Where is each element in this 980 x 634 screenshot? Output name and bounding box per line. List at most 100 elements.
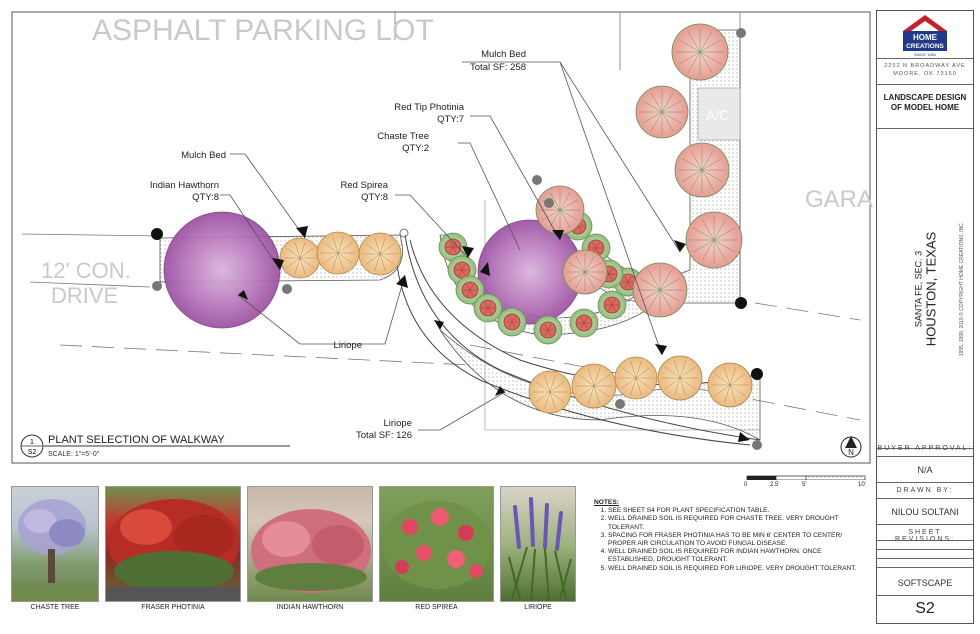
sheet-number: S2 [915,600,935,617]
red-spirea-plant [453,261,471,279]
north-arrow-icon: N [840,436,862,458]
indian-hawthorn-plant [571,363,617,409]
indian-hawthorn-plant [657,355,703,401]
ac-pad [697,87,741,141]
home-creations-logo: HOME CREATIONS SINCE 1981 [903,15,947,57]
drawn-by-label: DRAWN BY: [896,487,954,494]
label-chaste-qty: QTY:2 [402,143,429,154]
north-label: N [848,448,854,457]
drawing-scale: SCALE: 1"=5'-0" [48,451,100,458]
survey-markers [151,28,763,450]
caption-liriope: LIRIOPE [524,604,552,611]
indian-hawthorn-plant [279,237,321,279]
scale-tick-2-5: 2.5' [770,482,780,488]
caption-red-spirea: RED SPIREA [415,604,458,611]
plan-frame [11,11,871,464]
label-red-tip-photinia: Red Tip Photinia [394,102,464,113]
red-tip-photinia-plant [685,211,743,269]
subdivision: SANTA FE, SEC. 3 [913,250,924,328]
logo-since: SINCE 1981 [914,52,937,57]
label-hawthorn-qty: QTY:8 [192,192,219,203]
red-tip-photinia-plants [535,23,743,318]
red-spirea-plant [479,299,497,317]
notes-heading: NOTES: [594,499,619,506]
leader-arrows [238,226,750,442]
sheet-name-cell: SOFTSCAPE [877,568,973,596]
chaste-tree-1 [163,211,281,329]
project-city: HOUSTON, TEXAS [923,231,939,347]
buyer-approval-value: N/A [917,465,933,475]
notes-list: SEE SHEET S4 FOR PLANT SPECIFICATION TAB… [594,507,864,573]
label-mulch-bed-top: Mulch Bed [481,49,526,60]
red-tip-photinia-plant [632,262,688,318]
design-title-cell: LANDSCAPE DESIGN OF MODEL HOME [877,85,973,129]
sheet-name: SOFTSCAPE [897,578,953,588]
scale-tick-5: 5' [802,482,807,488]
drawn-by-value: NILOU SOLTANI [891,507,959,517]
label-red-spirea: Red Spirea [340,180,388,191]
photo-indian-hawthorn [247,486,373,602]
photo-chaste-tree [11,486,99,602]
red-tip-photinia-plant [671,23,729,81]
address-line-2: MOORE, OK 73160 [893,71,957,77]
red-spirea-plant [539,321,557,339]
copyright: 1995, 1999, 2019 © COPYRIGHT HOME CREATI… [959,221,965,357]
drawing-sheet-ref: S2 [28,449,37,456]
label-mulch-bed-left: Mulch Bed [181,150,226,161]
drawing-title-block: 1 S2 PLANT SELECTION OF WALKWAY SCALE: 1… [20,434,290,458]
label-liriope-sf: Total SF: 126 [356,430,412,441]
sheet-number-cell: S2 [877,596,973,623]
logo-cell: HOME CREATIONS SINCE 1981 [877,11,973,59]
garage-label: GARA [805,186,873,213]
indian-hawthorn-plant [316,231,360,275]
indian-hawthorn-plants [279,231,753,414]
drawn-label-cell: DRAWN BY: [877,483,973,499]
caption-fraser-photinia: FRASER PHOTINIA [141,604,205,611]
note-item: WELL DRAINED SOIL IS REQUIRED FOR LIRIOP… [608,565,864,573]
note-item: WELL DRAINED SOIL IS REQUIRED FOR INDIAN… [608,548,864,564]
indian-hawthorn-plant [707,362,753,408]
drawing-number: 1 [30,439,34,446]
red-tip-photinia-plant [635,85,689,139]
drawn-value-cell: NILOU SOLTANI [877,499,973,525]
label-indian-hawthorn: Indian Hawthorn [150,180,219,191]
indian-hawthorn-plant [358,232,402,276]
project-info-cell: SANTA FE, SEC. 3 HOUSTON, TEXAS 1995, 19… [877,129,973,449]
scale-tick-10: 10' [858,482,866,488]
landscape-plan-drawing: ASPHALT PARKING LOT 12' CON. DRIVE A/C G… [11,11,873,480]
lot-label: ASPHALT PARKING LOT [92,14,434,47]
sheet-revisions-label: SHEET REVISIONS: [894,529,956,543]
notes-block: NOTES: SEE SHEET S4 FOR PLANT SPECIFICAT… [594,499,864,573]
graphic-scale [746,475,866,480]
address-cell: 2252 N BROADWAY AVE MOORE, OK 73160 [877,59,973,85]
buyer-label-cell: BUYER APPROVAL: [877,441,973,457]
leader-lines [220,61,681,431]
ac-label: A/C [706,107,729,123]
buyer-approval-label: BUYER APPROVAL: [877,445,973,452]
design-title-2: OF MODEL HOME [890,103,960,112]
note-item: SEE SHEET S4 FOR PLANT SPECIFICATION TAB… [608,507,864,515]
label-liriope-mid: Liriope [333,340,362,351]
scale-tick-0: 0 [744,482,748,488]
note-item: SPACING FOR FRASER PHOTINIA HAS TO BE MI… [608,532,864,548]
red-tip-photinia-plant [535,185,585,235]
indian-hawthorn-plant [614,356,658,400]
title-block: HOME CREATIONS SINCE 1981 2252 N BROADWA… [876,10,974,624]
drawing-title: PLANT SELECTION OF WALKWAY [48,434,225,446]
red-spirea-plant [603,296,621,314]
mulch-bed-bottom [439,329,761,441]
photo-red-spirea [379,486,494,602]
label-liriope-bottom: Liriope [383,418,412,429]
address-line-1: 2252 N BROADWAY AVE [884,63,966,69]
design-title-1: LANDSCAPE DESIGN [883,93,967,102]
label-red-tip-qty: QTY:7 [437,114,464,125]
caption-chaste-tree: CHASTE TREE [30,604,80,611]
label-spirea-qty: QTY:8 [361,192,388,203]
drive-label-1: 12' CON. [41,258,131,283]
red-spirea-plants [438,211,643,345]
drive-label-2: DRIVE [51,283,118,308]
logo-line-2: CREATIONS [906,43,944,50]
indian-hawthorn-plant [528,370,572,414]
red-tip-photinia-plant [562,249,608,295]
photo-fraser-photinia [105,486,241,602]
